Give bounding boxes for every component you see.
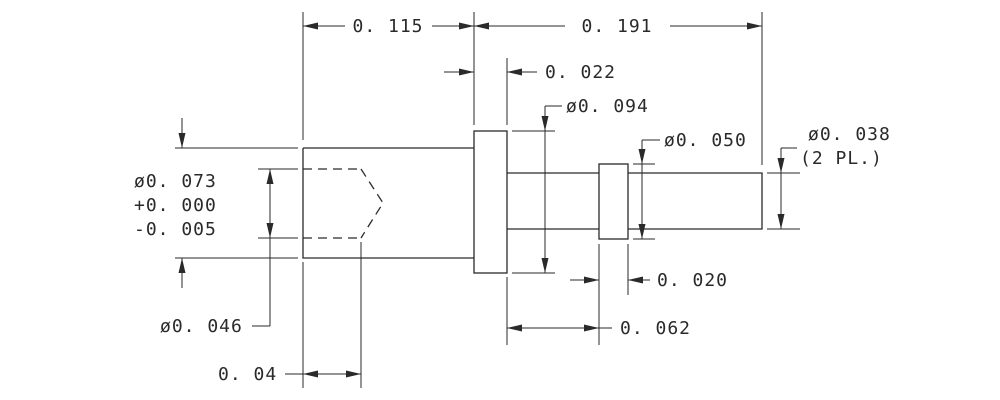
dim-flange-diameter: ø0. 094 [566,96,649,117]
extension-lines [175,12,800,388]
dim-bore-diameter: ø0. 046 [160,316,243,337]
dim-overall-right: 0. 191 [581,16,652,37]
dim-overall-left: 0. 115 [352,16,423,37]
shaft-left-outline [507,172,599,230]
pin-outline [628,172,763,230]
dim-collar-width: 0. 020 [657,270,728,291]
dimension-lines [178,22,797,378]
body-outline [302,147,474,259]
flange-outline [473,130,508,274]
dim-collar-diameter: ø0. 050 [664,130,747,151]
dim-body-diameter: ø0. 073 [134,171,217,192]
dim-collar-position: 0. 062 [620,318,691,339]
part-outline [302,130,763,274]
dimension-labels: 0. 115 0. 191 0. 022 ø0. 094 ø0. 050 ø0.… [134,16,891,385]
collar-outline [598,163,629,240]
dim-bore-depth: 0. 04 [218,364,277,385]
dim-pin-diameter: ø0. 038 [808,124,891,145]
dim-flange-thickness: 0. 022 [545,62,616,83]
dim-body-tolerance-plus: +0. 000 [134,195,217,216]
bore-hidden-lines [303,168,361,239]
bore-drill-point [360,168,384,239]
dim-pin-count-note: (2 PL.) [800,148,883,169]
dim-body-tolerance-minus: -0. 005 [134,219,217,240]
